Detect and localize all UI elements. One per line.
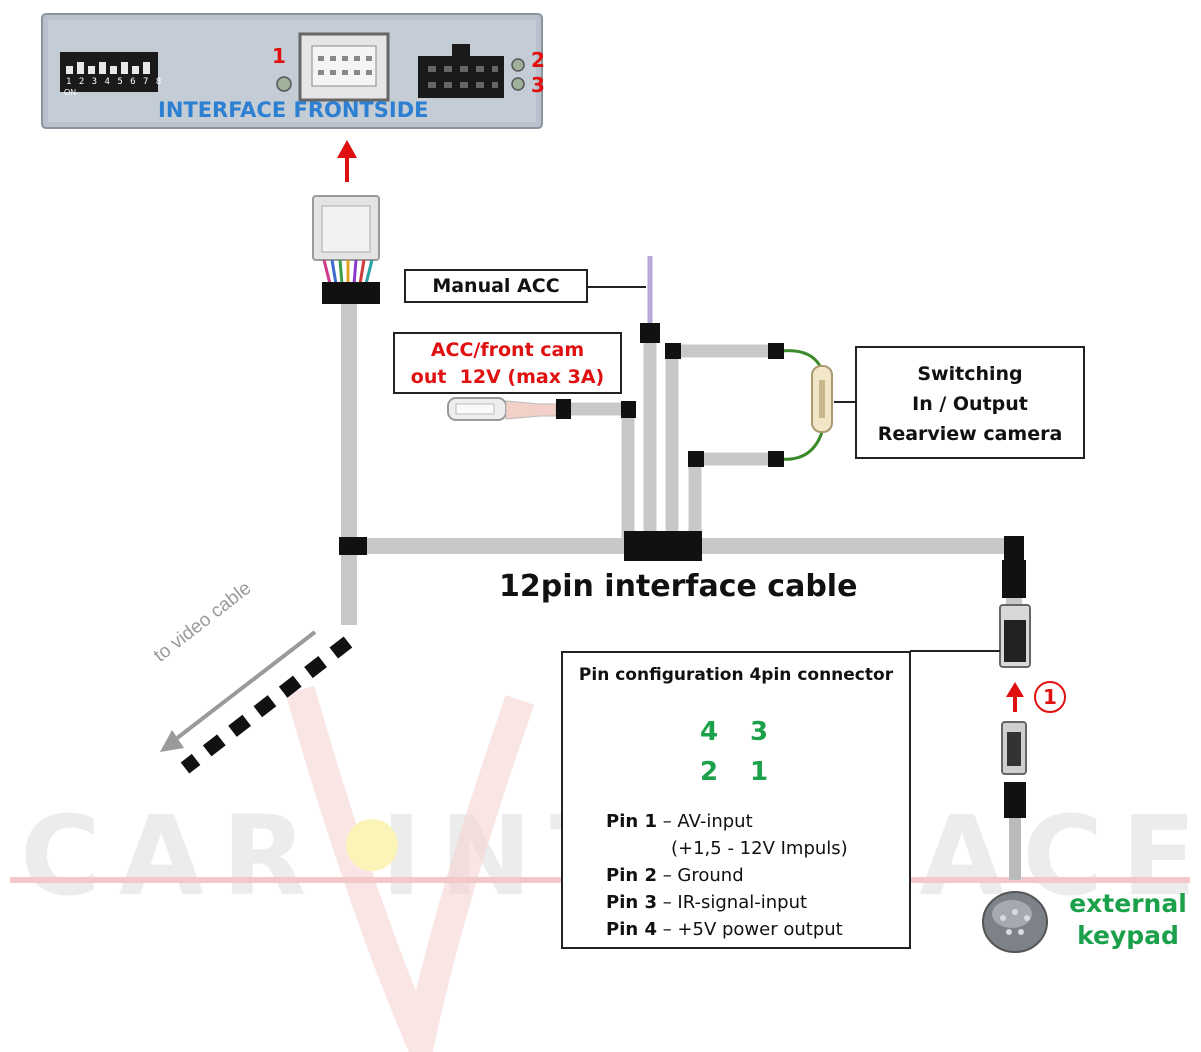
pin-label: Pin 1 [606,811,657,832]
keypad-icon [982,891,1048,953]
led-3 [511,77,525,91]
pin-line-3: Pin 3 – IR-signal-input [606,892,807,913]
pin-desc: – AV-input [656,811,753,832]
switching-line-2: In / Output [912,393,1028,415]
dip-switch-numbers: 1 2 3 4 5 6 7 8 [66,77,163,87]
pin-grid-1: 1 [749,757,769,787]
pin-line-2: Pin 2 – Ground [606,865,744,886]
switching-line-1: Switching [917,363,1023,385]
acc-front-line-1: ACC/front cam [430,339,585,361]
switch-fuse [811,365,833,433]
socket-black [418,56,504,98]
acc-front-line-2: out 12V (max 3A) [410,366,605,388]
connector-blocks [339,323,1026,598]
pin-grid-4: 4 [699,717,719,747]
pin-line-4: Pin 4 – +5V power output [606,919,843,940]
pin-label: Pin 3 [606,892,657,913]
step-marker: 1 [1034,681,1066,713]
pin-line-1: Pin 1 – AV-input [606,811,753,832]
interface-box [41,13,543,129]
cable-title: 12pin interface cable [499,569,858,604]
watermark-dot [346,819,398,871]
pin-line-1b: (+1,5 - 12V Impuls) [671,838,848,859]
arrow-to-interface [337,140,357,182]
pin-label: Pin 4 [606,919,657,940]
led-1 [276,76,292,92]
pin-desc: – +5V power output [656,919,843,940]
pin-config-title: Pin configuration 4pin connector [578,665,894,685]
external-line-2: keypad [1077,921,1179,950]
arrow-keypad [1006,682,1024,712]
acc-front-cam-label: ACC/front cam out 12V (max 3A) [393,332,622,394]
pin-desc: (+1,5 - 12V Impuls) [671,838,848,859]
pin-label: Pin 2 [606,865,657,886]
keypad-plug-socket [999,604,1031,668]
keypad-cable [1001,721,1027,880]
switch-wires [779,349,824,461]
plug-12pin [312,195,380,304]
pin-config-box: Pin configuration 4pin connector 4 3 2 1… [561,651,911,949]
dip-on-label: ON [64,88,76,97]
marker-2: 2 [531,48,545,72]
pin-desc: – Ground [656,865,744,886]
external-line-1: external [1069,889,1187,918]
video-cable-arrow [160,630,353,774]
watermark-swoosh [285,685,535,1052]
marker-1: 1 [272,44,286,68]
manual-acc-label: Manual ACC [404,269,588,303]
marker-3: 3 [531,73,545,97]
pin-grid-2: 2 [699,757,719,787]
pin-desc: – IR-signal-input [656,892,808,913]
pin-grid-3: 3 [749,717,769,747]
external-keypad-label: external keypad [1068,888,1188,952]
led-2 [511,58,525,72]
interface-frontside-label: INTERFACE FRONTSIDE [158,98,429,122]
switching-label: Switching In / Output Rearview camera [855,346,1085,459]
dip-switch [60,52,158,92]
switching-line-3: Rearview camera [877,423,1063,445]
acc-front-connector [447,397,557,421]
